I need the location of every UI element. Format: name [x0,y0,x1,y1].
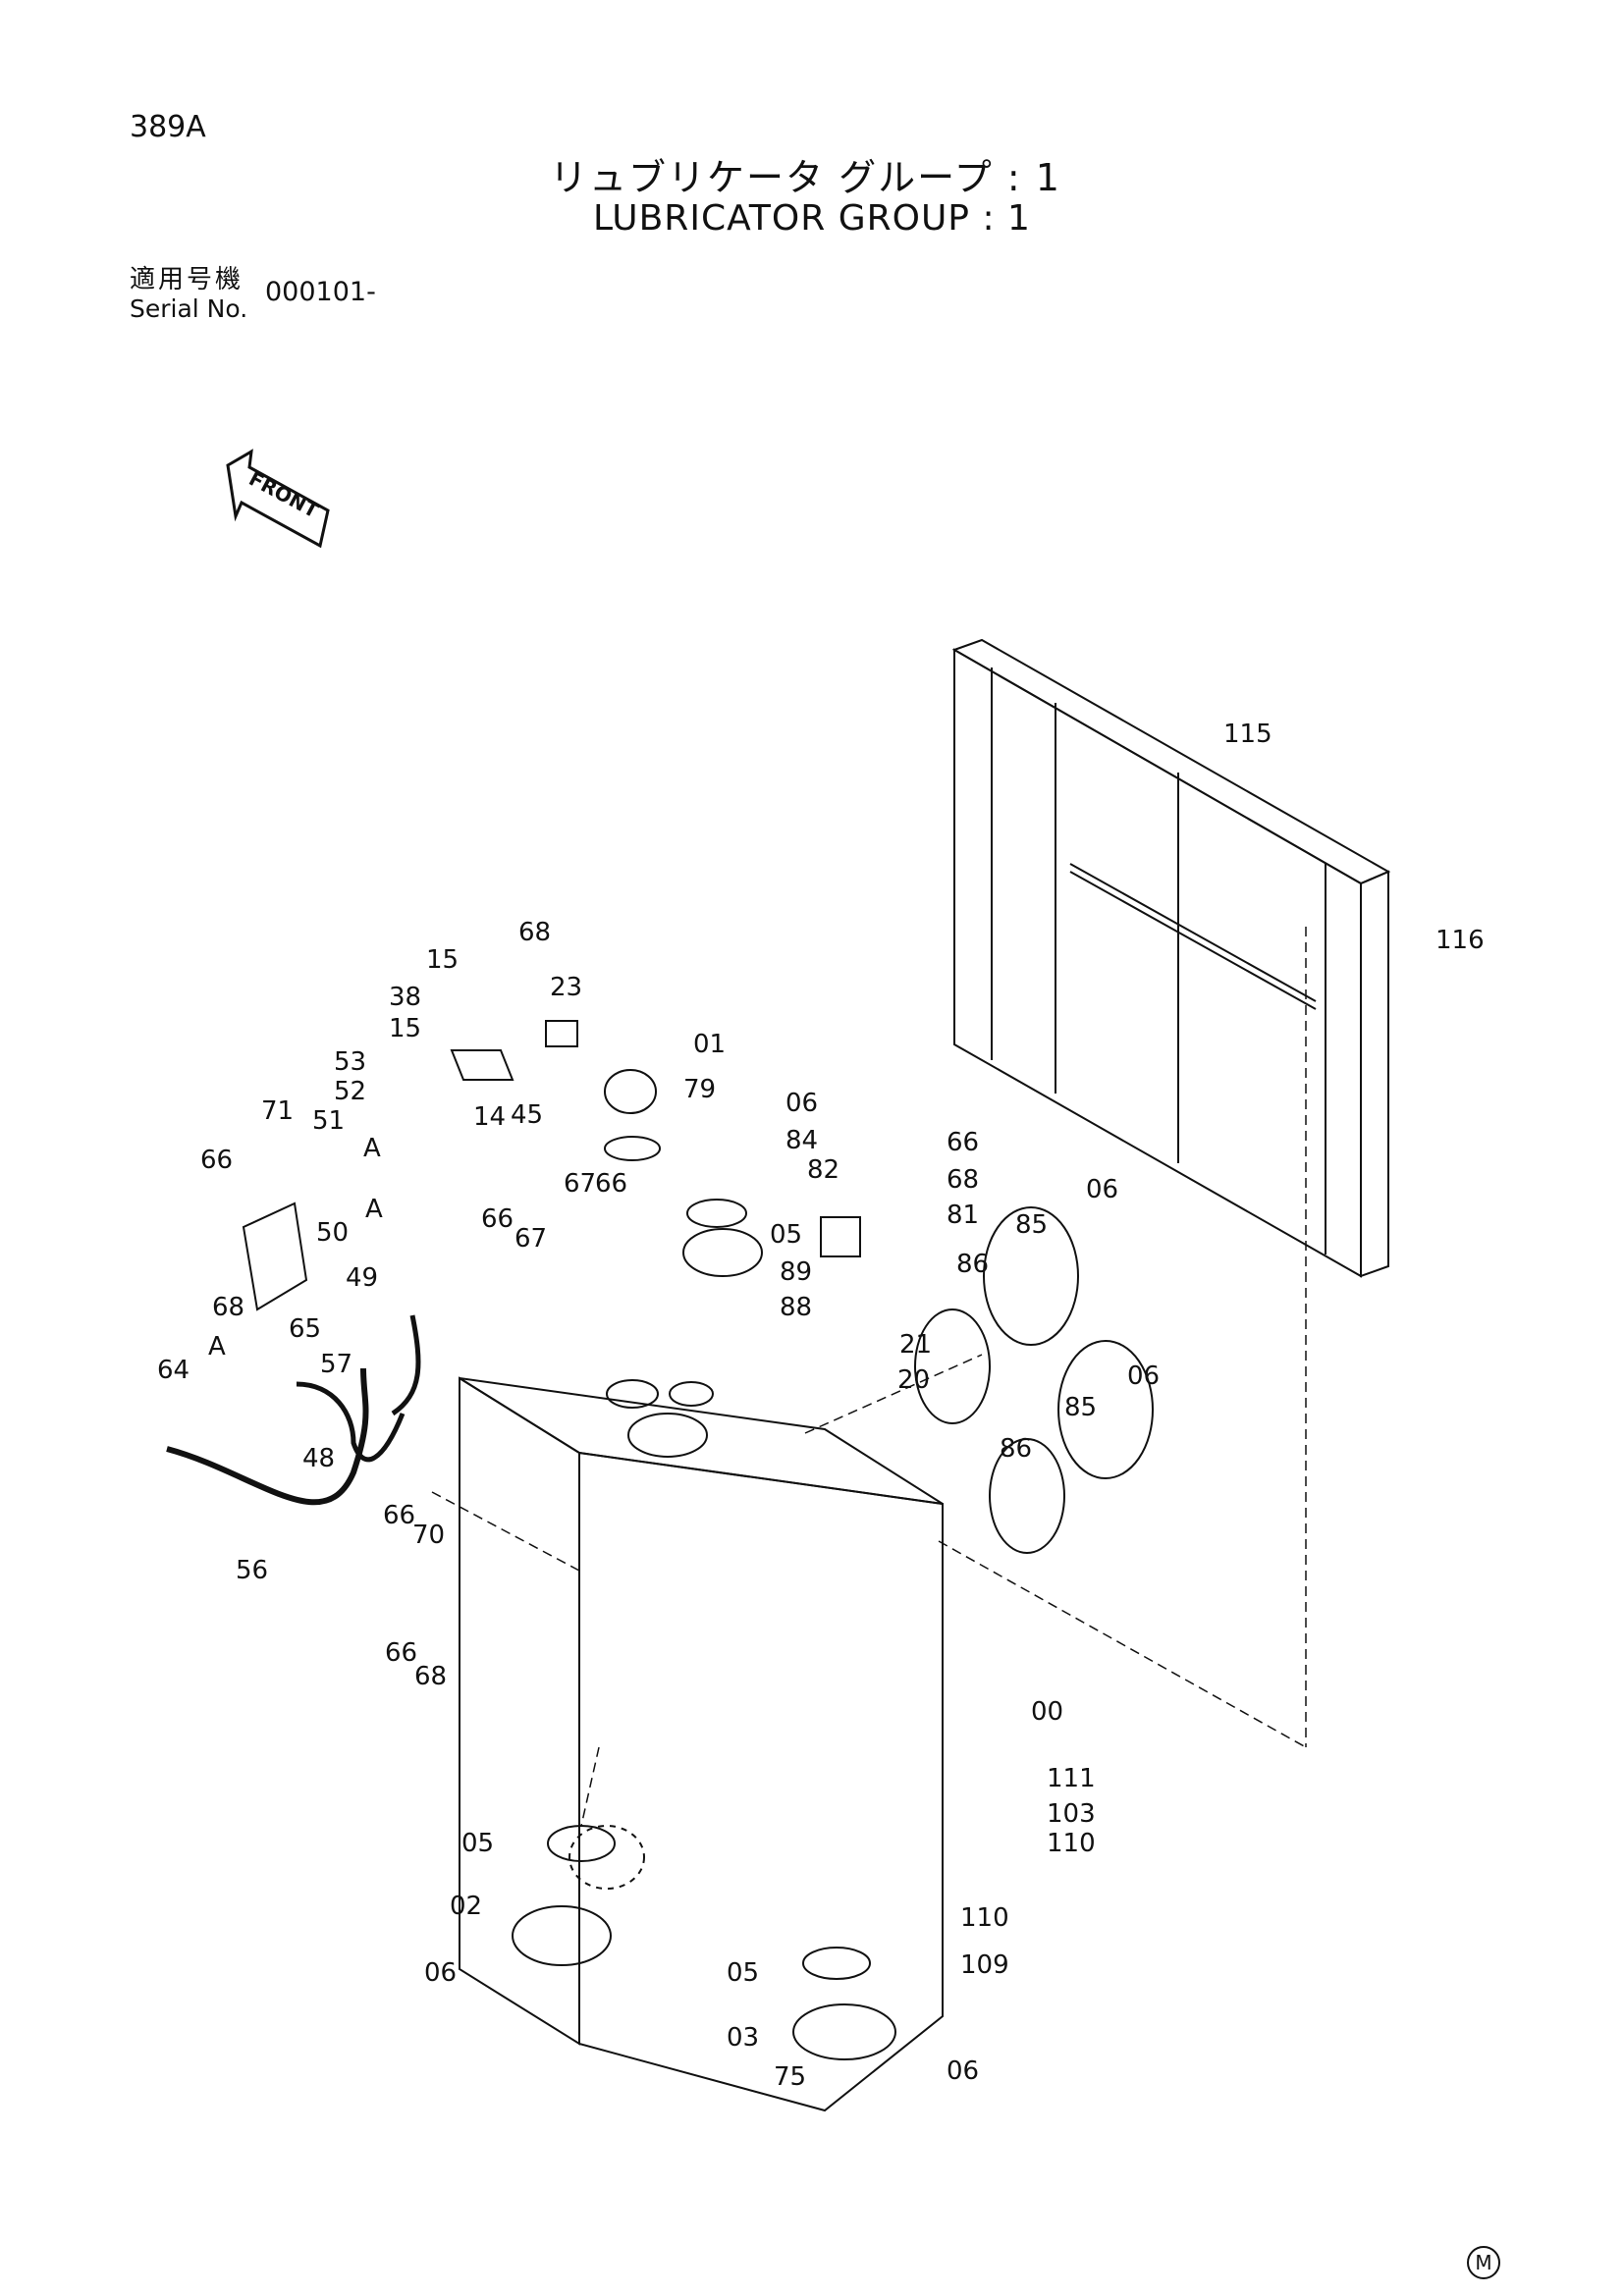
callout-06: 06 [1086,1175,1118,1204]
callout-70: 70 [412,1521,445,1550]
callout-01: 01 [693,1030,726,1059]
callout-labels: 115 116 68 15 23 38 15 01 53 45 79 06 52… [157,720,1485,2092]
page-code: 389A [130,110,206,144]
serial-label-japanese: 適用号機 [130,265,244,294]
callout-A: A [208,1332,226,1362]
callout-89: 89 [780,1257,812,1287]
callout-88: 88 [780,1293,812,1322]
callout-68: 68 [947,1165,979,1195]
callout-14: 14 [473,1102,506,1132]
serial-label: Serial No. [130,294,248,323]
callout-109: 109 [960,1950,1009,1980]
callout-53: 53 [334,1047,366,1077]
callout-71: 71 [261,1096,294,1126]
callout-00: 00 [1031,1697,1063,1727]
callout-15: 15 [389,1014,421,1043]
tank-body-drawing [459,1376,944,2112]
callout-02: 02 [450,1892,482,1921]
callout-06: 06 [424,1958,457,1988]
callout-51: 51 [312,1106,345,1136]
callout-67: 67 [564,1169,596,1199]
callout-15: 15 [426,945,459,975]
serial-number-value: 000101- [265,277,376,307]
callout-49: 49 [346,1263,378,1293]
callout-85: 85 [1015,1210,1048,1240]
page-title: LUBRICATOR GROUP : 1 [593,198,1031,239]
gaskets-and-covers-drawing [512,1069,1154,2060]
callout-57: 57 [320,1350,352,1379]
callout-66: 66 [383,1501,415,1530]
callout-68: 68 [414,1662,447,1691]
callout-48: 48 [302,1444,335,1473]
callout-65: 65 [289,1314,321,1344]
callout-79: 79 [683,1075,716,1104]
callout-116: 116 [1435,926,1485,955]
callout-56: 56 [236,1556,268,1585]
hose-drawing [166,1314,421,1506]
callout-05: 05 [727,1958,759,1988]
callout-84: 84 [785,1126,818,1155]
callout-03: 03 [727,2023,759,2053]
page-title-japanese: リュブリケータ グループ : 1 [550,156,1061,199]
callout-86: 86 [956,1250,989,1279]
callout-111: 111 [1047,1764,1096,1793]
callout-86: 86 [1000,1434,1032,1464]
callout-23: 23 [550,973,582,1002]
callout-52: 52 [334,1077,366,1106]
callout-05: 05 [770,1220,802,1250]
leader-lines [431,927,1307,1827]
callout-66: 66 [385,1638,417,1668]
callout-81: 81 [947,1201,979,1230]
callout-75: 75 [774,2062,806,2092]
callout-A: A [363,1134,381,1163]
callout-67: 67 [514,1224,547,1254]
callout-06: 06 [947,2056,979,2086]
callout-103: 103 [1047,1799,1096,1829]
manifold-parts-drawing [242,1020,861,1311]
footer-mark: M [1467,2246,1500,2279]
front-arrow-icon: FRONT [226,449,330,549]
callout-115: 115 [1223,720,1272,749]
callout-82: 82 [807,1155,839,1185]
callout-110: 110 [1047,1829,1096,1858]
callout-68: 68 [518,918,551,947]
callout-45: 45 [511,1100,543,1130]
callout-06: 06 [785,1089,818,1118]
callout-64: 64 [157,1356,189,1385]
callout-50: 50 [316,1218,349,1248]
callout-110: 110 [960,1903,1009,1933]
callout-66: 66 [481,1204,514,1234]
callout-66: 66 [200,1146,233,1175]
callout-A: A [365,1195,383,1224]
callout-66: 66 [595,1169,627,1199]
callout-85: 85 [1064,1393,1097,1422]
callout-66: 66 [947,1128,979,1157]
callout-21: 21 [899,1330,932,1360]
side-panel-drawing [951,638,1391,1278]
callout-68: 68 [212,1293,244,1322]
callout-05: 05 [461,1829,494,1858]
callout-20: 20 [897,1365,930,1395]
callout-38: 38 [389,983,421,1012]
callout-06: 06 [1127,1362,1160,1391]
